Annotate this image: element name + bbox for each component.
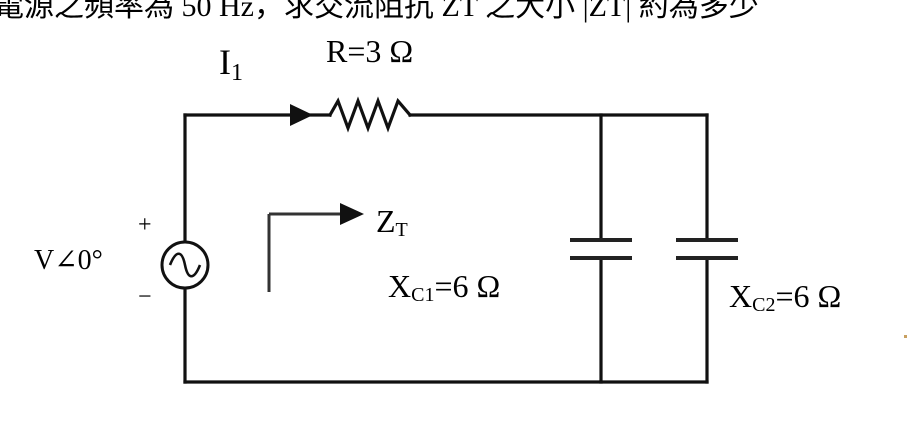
source-minus: − bbox=[138, 284, 152, 310]
current-label: I1 bbox=[219, 42, 243, 86]
impedance-label-main: Z bbox=[376, 203, 396, 239]
xc1-label-value: =6 Ω bbox=[434, 268, 500, 304]
current-arrow-icon bbox=[290, 104, 313, 126]
source-label: V∠0° bbox=[34, 245, 103, 276]
xc1-label-main: X bbox=[388, 268, 411, 304]
xc1-label-sub: C1 bbox=[411, 284, 434, 306]
circuit-wires bbox=[183, 113, 709, 384]
header-text: 電源之頻率為 50 Hz，求交流阻抗 ZT 之大小 |ZT| 約為多少 bbox=[0, 0, 759, 23]
xc2-label-value: =6 Ω bbox=[775, 278, 841, 314]
xc1-label: XC1=6 Ω bbox=[388, 268, 500, 306]
resistor-label: R=3 Ω bbox=[326, 33, 413, 69]
capacitor-c2-symbol bbox=[676, 238, 738, 260]
xc2-label-sub: C2 bbox=[752, 294, 775, 316]
source-plus: + bbox=[138, 212, 152, 238]
resistor-symbol bbox=[327, 96, 413, 133]
speck-mark bbox=[904, 335, 907, 338]
impedance-arrow-icon bbox=[267, 203, 364, 292]
current-label-sub: 1 bbox=[231, 60, 243, 86]
impedance-label: ZT bbox=[376, 203, 408, 241]
xc2-label-main: X bbox=[729, 278, 752, 314]
xc2-label: XC2=6 Ω bbox=[729, 278, 841, 316]
ac-source-symbol bbox=[160, 240, 210, 290]
impedance-label-sub: T bbox=[396, 219, 408, 241]
capacitor-c1-symbol bbox=[570, 238, 632, 260]
current-label-main: I bbox=[219, 42, 231, 82]
